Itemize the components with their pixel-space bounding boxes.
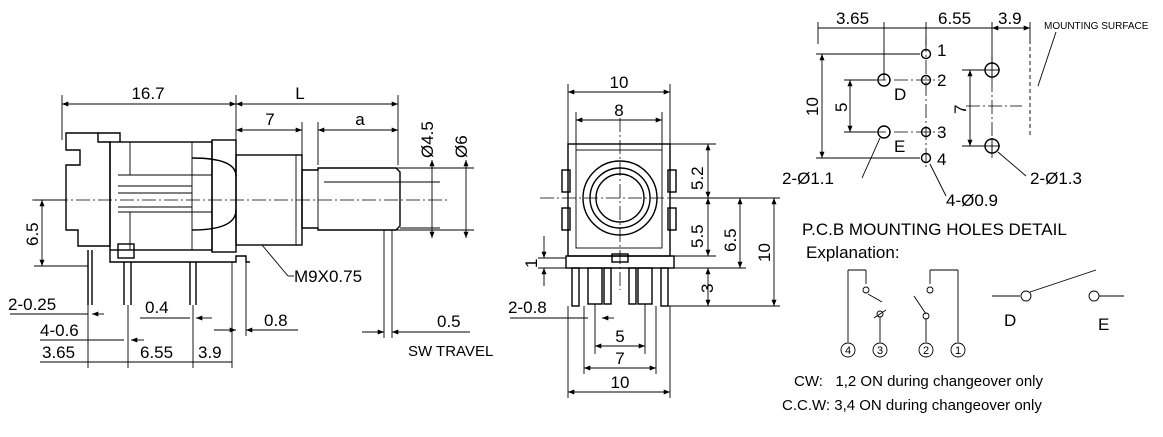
dim-7: 7 bbox=[615, 349, 624, 368]
explanation: Explanation: 4 3 2 1 D E CW: bbox=[782, 243, 1124, 414]
dim-pin-025: 2-0.25 bbox=[8, 295, 56, 314]
dim-65: 6.5 bbox=[721, 228, 740, 252]
dim-dia-large: Ø6 bbox=[452, 135, 471, 158]
hole-label-3: 3 bbox=[937, 123, 946, 142]
hole-label-d: D bbox=[894, 85, 906, 104]
ccw-note: C.C.W: 3,4 ON during changeover only bbox=[782, 397, 1042, 414]
dim-55: 5.5 bbox=[688, 224, 707, 248]
dim-655: 6.55 bbox=[140, 343, 173, 362]
dim-inner: 8 bbox=[614, 101, 623, 120]
pcb-dim-7: 7 bbox=[951, 105, 970, 114]
pcb-dim-39: 3.9 bbox=[998, 9, 1022, 28]
dim-365: 3.65 bbox=[42, 343, 75, 362]
pcb-layout: 3.65 6.55 3.9 MOUNTING SURFACE 1 2 3 4 D bbox=[782, 9, 1149, 239]
hole-label-e: E bbox=[894, 137, 905, 156]
dim-3: 3 bbox=[698, 284, 717, 293]
dim-width: 10 bbox=[610, 73, 629, 92]
switch-e-label: E bbox=[1098, 315, 1109, 334]
pcb-dim-365: 3.65 bbox=[836, 9, 869, 28]
dim-52: 5.2 bbox=[688, 166, 707, 190]
callout-2-11: 2-Ø1.1 bbox=[782, 169, 834, 188]
dim-travel: 0.5 bbox=[437, 312, 461, 331]
front-view: 10 8 5.2 5.5 6.5 10 3 1 2-0.8 5 bbox=[508, 73, 780, 398]
dim-pin-08: 2-0.8 bbox=[508, 298, 547, 317]
dim-pin-06: 4-0.6 bbox=[40, 321, 79, 340]
callout-4-09: 4-Ø0.9 bbox=[946, 191, 998, 210]
pcb-title: P.C.B MOUNTING HOLES DETAIL bbox=[802, 220, 1067, 239]
cw-note: CW: 1,2 ON during changeover only bbox=[794, 373, 1044, 390]
dim-flat: a bbox=[355, 110, 365, 129]
terminal-1: 1 bbox=[955, 345, 961, 357]
dim-10-right: 10 bbox=[755, 243, 774, 262]
dim-height: 6.5 bbox=[23, 222, 42, 246]
dim-5: 5 bbox=[615, 327, 624, 346]
thread-callout: M9X0.75 bbox=[294, 267, 362, 286]
dim-shaft-length: L bbox=[295, 84, 304, 103]
mounting-surface-label: MOUNTING SURFACE bbox=[1044, 21, 1149, 32]
switch-d-label: D bbox=[1004, 311, 1016, 330]
sw-travel-label: SW TRAVEL bbox=[408, 343, 493, 360]
pcb-dim-5: 5 bbox=[832, 103, 851, 112]
terminal-4: 4 bbox=[845, 345, 851, 357]
callout-2-13: 2-Ø1.3 bbox=[1030, 169, 1082, 188]
dim-39: 3.9 bbox=[198, 343, 222, 362]
hole-label-2: 2 bbox=[937, 71, 946, 90]
explanation-heading: Explanation: bbox=[806, 243, 900, 262]
pcb-dim-655: 6.55 bbox=[938, 9, 971, 28]
dim-1: 1 bbox=[522, 259, 541, 268]
terminal-3: 3 bbox=[877, 345, 883, 357]
hole-label-1: 1 bbox=[937, 41, 946, 60]
terminal-2: 2 bbox=[923, 345, 929, 357]
dim-dia-small: Ø4.5 bbox=[418, 121, 437, 158]
dim-overall-length: 16.7 bbox=[131, 84, 164, 103]
side-view: 16.7 L 7 a Ø4.5 Ø6 6.5 M9X0.75 2-0.25 0.… bbox=[8, 84, 493, 368]
dim-bushing: 7 bbox=[265, 110, 274, 129]
dim-pin-04: 0.4 bbox=[145, 298, 169, 317]
dim-10-bottom: 10 bbox=[611, 373, 630, 392]
dim-08: 0.8 bbox=[264, 311, 288, 330]
pcb-dim-10: 10 bbox=[803, 97, 822, 116]
hole-label-4: 4 bbox=[937, 150, 946, 169]
